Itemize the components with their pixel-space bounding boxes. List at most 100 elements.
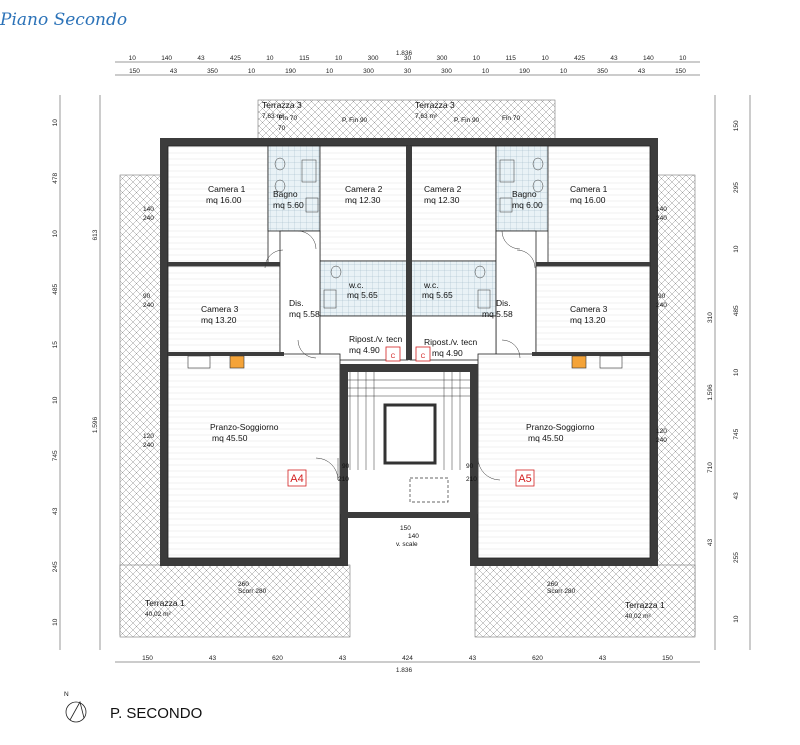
dim-value: 150 bbox=[142, 655, 153, 662]
dim-value: 43 bbox=[707, 539, 714, 547]
terrazza3-area bbox=[257, 99, 556, 141]
dim-value: 350 bbox=[207, 68, 218, 75]
dim-value: 300 bbox=[441, 68, 452, 75]
svg-text:mq 12.30: mq 12.30 bbox=[345, 195, 381, 205]
wall-south-left bbox=[160, 558, 348, 566]
svg-text:N: N bbox=[64, 691, 69, 698]
dim-value: 10 bbox=[52, 618, 59, 626]
dim-value: 10 bbox=[52, 119, 59, 127]
door-swings bbox=[264, 230, 536, 481]
room-pranzo-left bbox=[167, 353, 341, 559]
dim-value: 350 bbox=[597, 68, 608, 75]
svg-text:v. scale: v. scale bbox=[396, 541, 418, 548]
svg-text:mq 13.20: mq 13.20 bbox=[201, 315, 237, 325]
stair-wall-right bbox=[470, 364, 478, 514]
dim-value: 10 bbox=[248, 68, 256, 75]
svg-text:150: 150 bbox=[400, 525, 411, 532]
dim-value: 10 bbox=[560, 68, 568, 75]
svg-text:Scorr 280: Scorr 280 bbox=[547, 588, 576, 595]
svg-text:mq 6.00: mq 6.00 bbox=[512, 200, 543, 210]
dim-value: 255 bbox=[733, 552, 740, 563]
dim-value: 190 bbox=[519, 68, 530, 75]
dim-value: 43 bbox=[339, 655, 347, 662]
svg-text:mq 12.30: mq 12.30 bbox=[424, 195, 460, 205]
room-dis-right bbox=[495, 230, 537, 362]
room-wc-left bbox=[319, 260, 409, 317]
dim-value: 43 bbox=[610, 55, 618, 62]
label-wc-right: w.c. bbox=[423, 280, 439, 290]
meter-box-right: C bbox=[415, 346, 431, 362]
svg-text:P. Fin 90: P. Fin 90 bbox=[342, 117, 368, 124]
opening-notes: Fin 70 70 P. Fin 90 P. Fin 90 Fin 70 90 … bbox=[143, 115, 667, 595]
svg-text:90: 90 bbox=[143, 293, 151, 300]
svg-text:240: 240 bbox=[656, 302, 667, 309]
label-wc-left: w.c. bbox=[348, 280, 364, 290]
dim-value: 43 bbox=[52, 507, 59, 515]
label-camera3-right: Camera 3 bbox=[570, 304, 608, 314]
dim-value: 30 bbox=[404, 55, 412, 62]
dim-value: 10 bbox=[326, 68, 334, 75]
dim-value: 43 bbox=[170, 68, 178, 75]
svg-text:mq 5.58: mq 5.58 bbox=[482, 309, 513, 319]
label-camera2-left: Camera 2 bbox=[345, 184, 383, 194]
label-camera1-right: Camera 1 bbox=[570, 184, 608, 194]
dim-value: 43 bbox=[469, 655, 477, 662]
dim-value: 424 bbox=[402, 655, 413, 662]
dim-value: 485 bbox=[733, 305, 740, 316]
dim-top-total: 1.836 bbox=[396, 50, 413, 57]
svg-text:Fin 70: Fin 70 bbox=[279, 115, 297, 122]
svg-text:mq 5.65: mq 5.65 bbox=[422, 290, 453, 300]
labels-rooms: Terrazza 3 7,63 m² Terrazza 3 7,63 m² Ca… bbox=[145, 100, 665, 620]
elevator-shaft bbox=[383, 403, 437, 465]
stair-wall-left bbox=[340, 364, 348, 514]
label-terrazza1-left: Terrazza 1 bbox=[145, 598, 185, 608]
label-camera3-left: Camera 3 bbox=[201, 304, 239, 314]
label-terrazza1-right: Terrazza 1 bbox=[625, 600, 665, 610]
landing-box bbox=[409, 477, 449, 503]
kitchen-left bbox=[187, 355, 245, 369]
label-bagno-left: Bagno bbox=[273, 189, 298, 199]
label-pranzo-right: Pranzo-Soggiorno bbox=[526, 422, 595, 432]
dim-value: 425 bbox=[230, 55, 241, 62]
dim-value: 43 bbox=[733, 492, 740, 500]
svg-text:240: 240 bbox=[656, 437, 667, 444]
label-terrazza3-right: Terrazza 3 bbox=[415, 100, 455, 110]
room-camera3-left bbox=[167, 265, 281, 355]
label-camera1-left: Camera 1 bbox=[208, 184, 246, 194]
dim-value: 10 bbox=[679, 55, 687, 62]
dimension-lines bbox=[59, 61, 751, 663]
dim-value: 190 bbox=[285, 68, 296, 75]
svg-text:mq 16.00: mq 16.00 bbox=[206, 195, 242, 205]
dim-value: 10 bbox=[335, 55, 343, 62]
dim-value: 310 bbox=[707, 312, 714, 323]
svg-text:Scorr 280: Scorr 280 bbox=[238, 588, 267, 595]
dim-value: 10 bbox=[542, 55, 550, 62]
dim-value: 300 bbox=[363, 68, 374, 75]
wall-cam3-pranzo-right bbox=[532, 352, 650, 356]
svg-text:210: 210 bbox=[466, 476, 477, 483]
wall-notch-top bbox=[340, 512, 478, 518]
dim-value: 43 bbox=[209, 655, 217, 662]
wall-west bbox=[160, 138, 168, 566]
svg-text:C: C bbox=[391, 353, 396, 360]
dim-value: 1.596 bbox=[707, 384, 714, 401]
dim-value: 300 bbox=[368, 55, 379, 62]
svg-text:P. Fin 90: P. Fin 90 bbox=[454, 117, 480, 124]
label-bagno-right: Bagno bbox=[512, 189, 537, 199]
dim-value: 10 bbox=[482, 68, 490, 75]
label-dis-right: Dis. bbox=[496, 298, 511, 308]
svg-text:70: 70 bbox=[278, 125, 286, 132]
north-arrow-icon: N bbox=[64, 691, 87, 723]
svg-text:C: C bbox=[421, 353, 426, 360]
unit-tag-a4: A4 bbox=[287, 469, 307, 487]
dim-value: 425 bbox=[574, 55, 585, 62]
svg-text:mq 45.50: mq 45.50 bbox=[528, 433, 564, 443]
wall-cam3-pranzo-left bbox=[168, 352, 284, 356]
dim-value: 745 bbox=[733, 428, 740, 439]
dim-value: 295 bbox=[733, 182, 740, 193]
